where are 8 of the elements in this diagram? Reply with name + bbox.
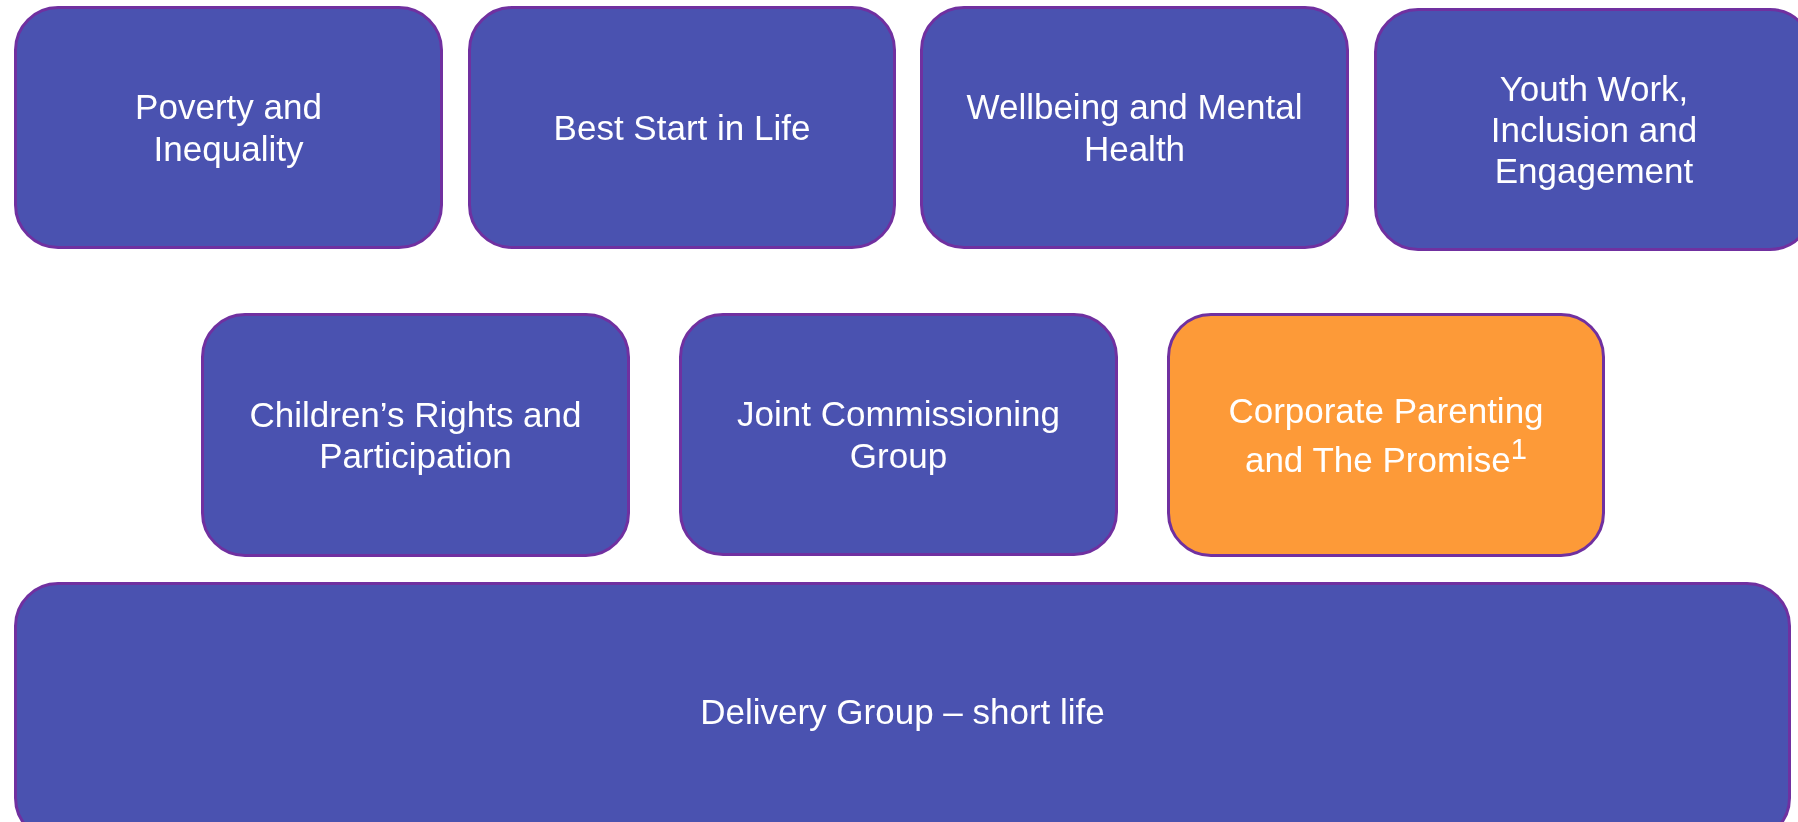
box-label: Joint Commissioning Group <box>736 393 1061 476</box>
box-label: Youth Work, Inclusion and Engagement <box>1489 67 1699 192</box>
box-label: Delivery Group – short life <box>700 691 1105 733</box>
box-label: Best Start in Life <box>553 106 811 149</box>
box-label: Poverty and Inequality <box>134 86 323 169</box>
box-label: Wellbeing and Mental Health <box>965 86 1304 169</box>
box-label: Corporate Parenting and The Promise$^{1}$ <box>1227 390 1545 480</box>
box-label: Children’s Rights and Participation <box>248 393 583 477</box>
